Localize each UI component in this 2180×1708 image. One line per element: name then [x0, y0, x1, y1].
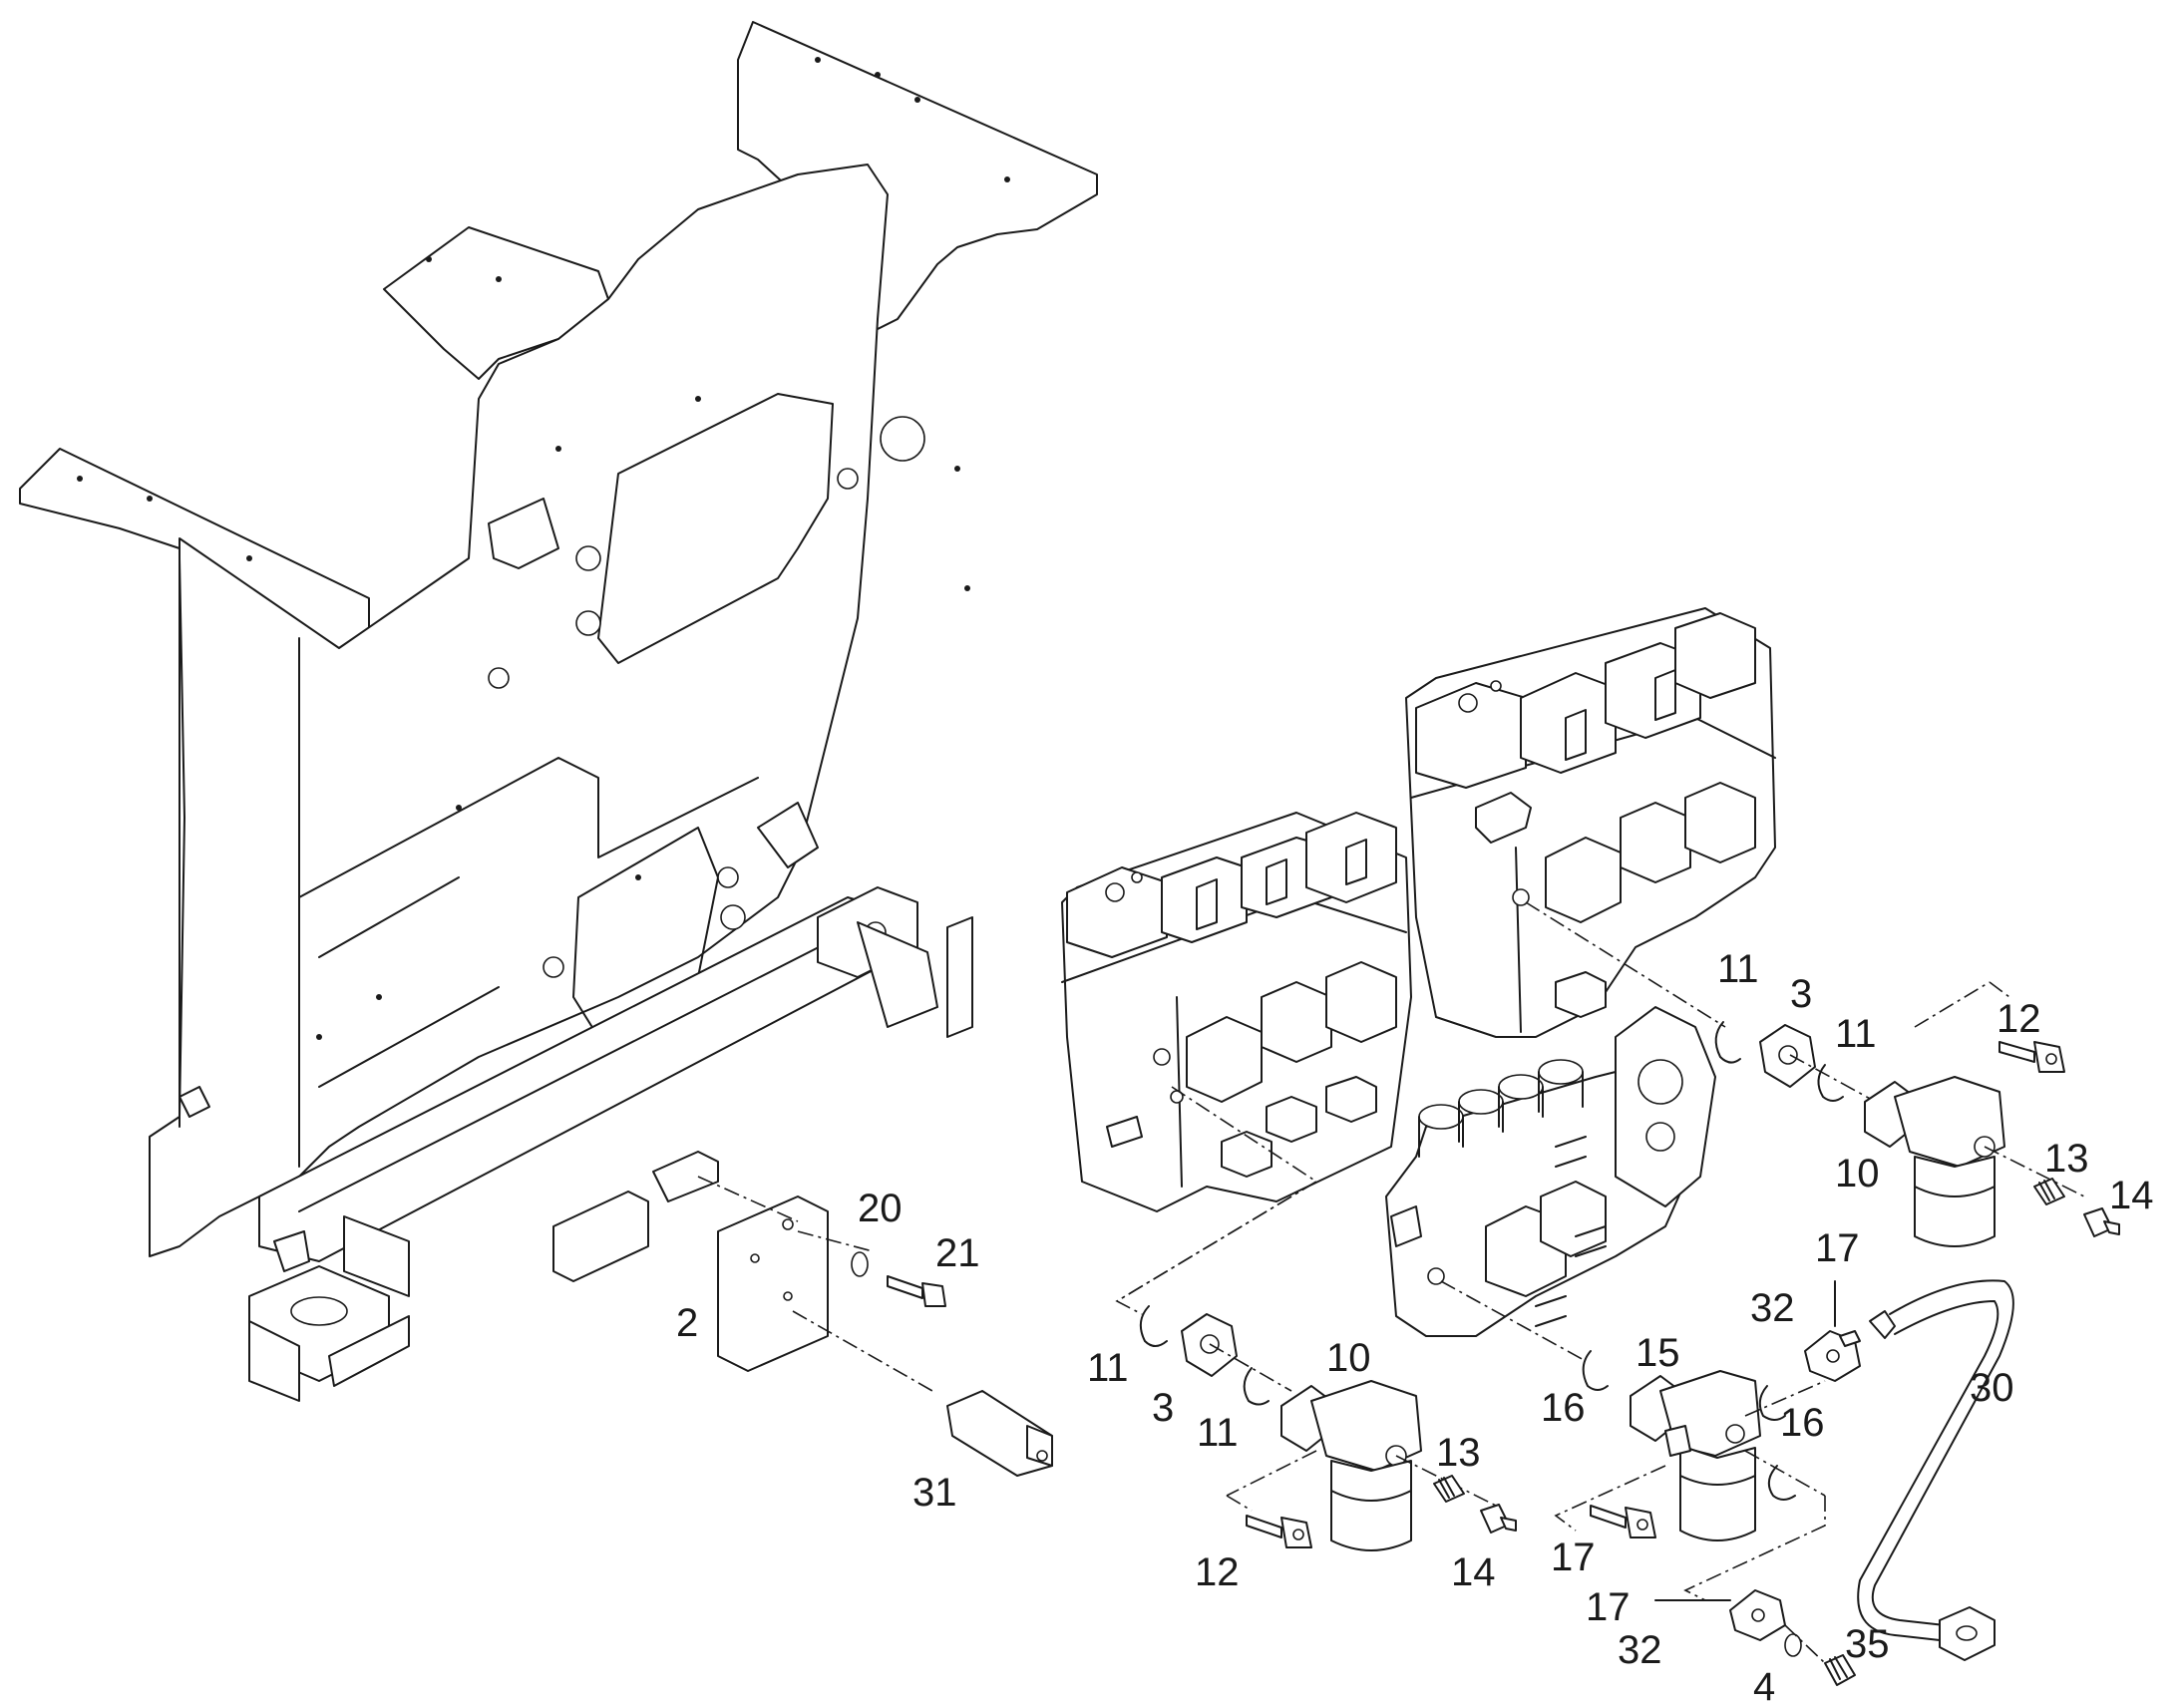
label-12-a: 12 — [1997, 997, 2041, 1041]
fitting-13-upper — [2033, 1178, 2065, 1205]
cap-14-lower — [1480, 1504, 1517, 1534]
valve-block-left — [1061, 812, 1412, 1212]
o-ring-16-a — [1582, 1350, 1609, 1391]
label-21: 21 — [935, 1231, 980, 1275]
washer-4 — [1784, 1633, 1802, 1657]
valve-block-middle — [1385, 1006, 1716, 1337]
label-14-b: 14 — [1451, 1550, 1496, 1594]
label-11-b: 11 — [1835, 1012, 1877, 1056]
filter-15 — [1630, 1370, 1761, 1541]
filter-10-upper — [1864, 1076, 2005, 1247]
fitting-13-lower — [1433, 1475, 1465, 1503]
label-4: 4 — [1753, 1665, 1775, 1708]
bolt-17-middle — [1590, 1505, 1656, 1538]
o-ring-11-upper-a — [1714, 1021, 1741, 1064]
bracket-plate — [717, 1196, 829, 1372]
label-17-b: 17 — [1551, 1536, 1596, 1579]
label-10-b: 10 — [1326, 1336, 1371, 1380]
o-ring-16-b — [1758, 1385, 1786, 1421]
label-16-b: 16 — [1780, 1401, 1825, 1445]
label-16-a: 16 — [1541, 1386, 1586, 1430]
washer-20 — [851, 1251, 869, 1277]
label-3-b: 3 — [1152, 1386, 1174, 1430]
label-13-a: 13 — [2044, 1137, 2089, 1181]
flange-3-lower — [1181, 1313, 1238, 1377]
label-15: 15 — [1635, 1331, 1680, 1375]
o-ring-11-upper-b — [1817, 1064, 1844, 1102]
label-20: 20 — [858, 1187, 903, 1230]
label-35: 35 — [1845, 1622, 1890, 1666]
label-14-a: 14 — [2109, 1174, 2154, 1217]
o-ring-16-c — [1767, 1465, 1796, 1501]
label-11-d: 11 — [1197, 1411, 1239, 1455]
label-32-b: 32 — [1618, 1628, 1662, 1672]
label-13-b: 13 — [1436, 1431, 1481, 1475]
bolt-12-upper — [1998, 1041, 2065, 1073]
o-ring-11-lower-a — [1139, 1305, 1168, 1347]
label-32-a: 32 — [1750, 1286, 1795, 1330]
label-31: 31 — [912, 1471, 957, 1515]
label-11-c: 11 — [1087, 1346, 1129, 1390]
flange-3-upper — [1759, 1024, 1816, 1088]
clamp-32-upper — [1804, 1330, 1861, 1382]
clamp-32-lower — [1729, 1589, 1786, 1641]
o-ring-11-lower-b — [1243, 1367, 1270, 1406]
label-10-a: 10 — [1835, 1152, 1880, 1196]
label-2: 2 — [676, 1301, 698, 1345]
callout-labels: 2 20 21 31 11 3 11 10 12 13 14 11 3 11 1… — [676, 947, 2154, 1708]
label-11-a: 11 — [1717, 947, 1759, 991]
main-frame — [19, 21, 1098, 1402]
label-17-c: 17 — [1586, 1585, 1631, 1629]
valve-block-right — [1405, 607, 1776, 1038]
pipe-30 — [1857, 1279, 2014, 1661]
label-3-a: 3 — [1790, 972, 1812, 1016]
filter-10-lower — [1280, 1380, 1422, 1551]
label-12-b: 12 — [1195, 1550, 1240, 1594]
sensor-31 — [946, 1390, 1053, 1477]
label-30: 30 — [1970, 1366, 2014, 1410]
bolt-21 — [887, 1275, 946, 1307]
bolt-12-lower — [1246, 1515, 1312, 1548]
label-17-a: 17 — [1815, 1226, 1860, 1270]
bolt-35 — [1824, 1654, 1856, 1686]
cap-14-upper — [2083, 1207, 2120, 1237]
